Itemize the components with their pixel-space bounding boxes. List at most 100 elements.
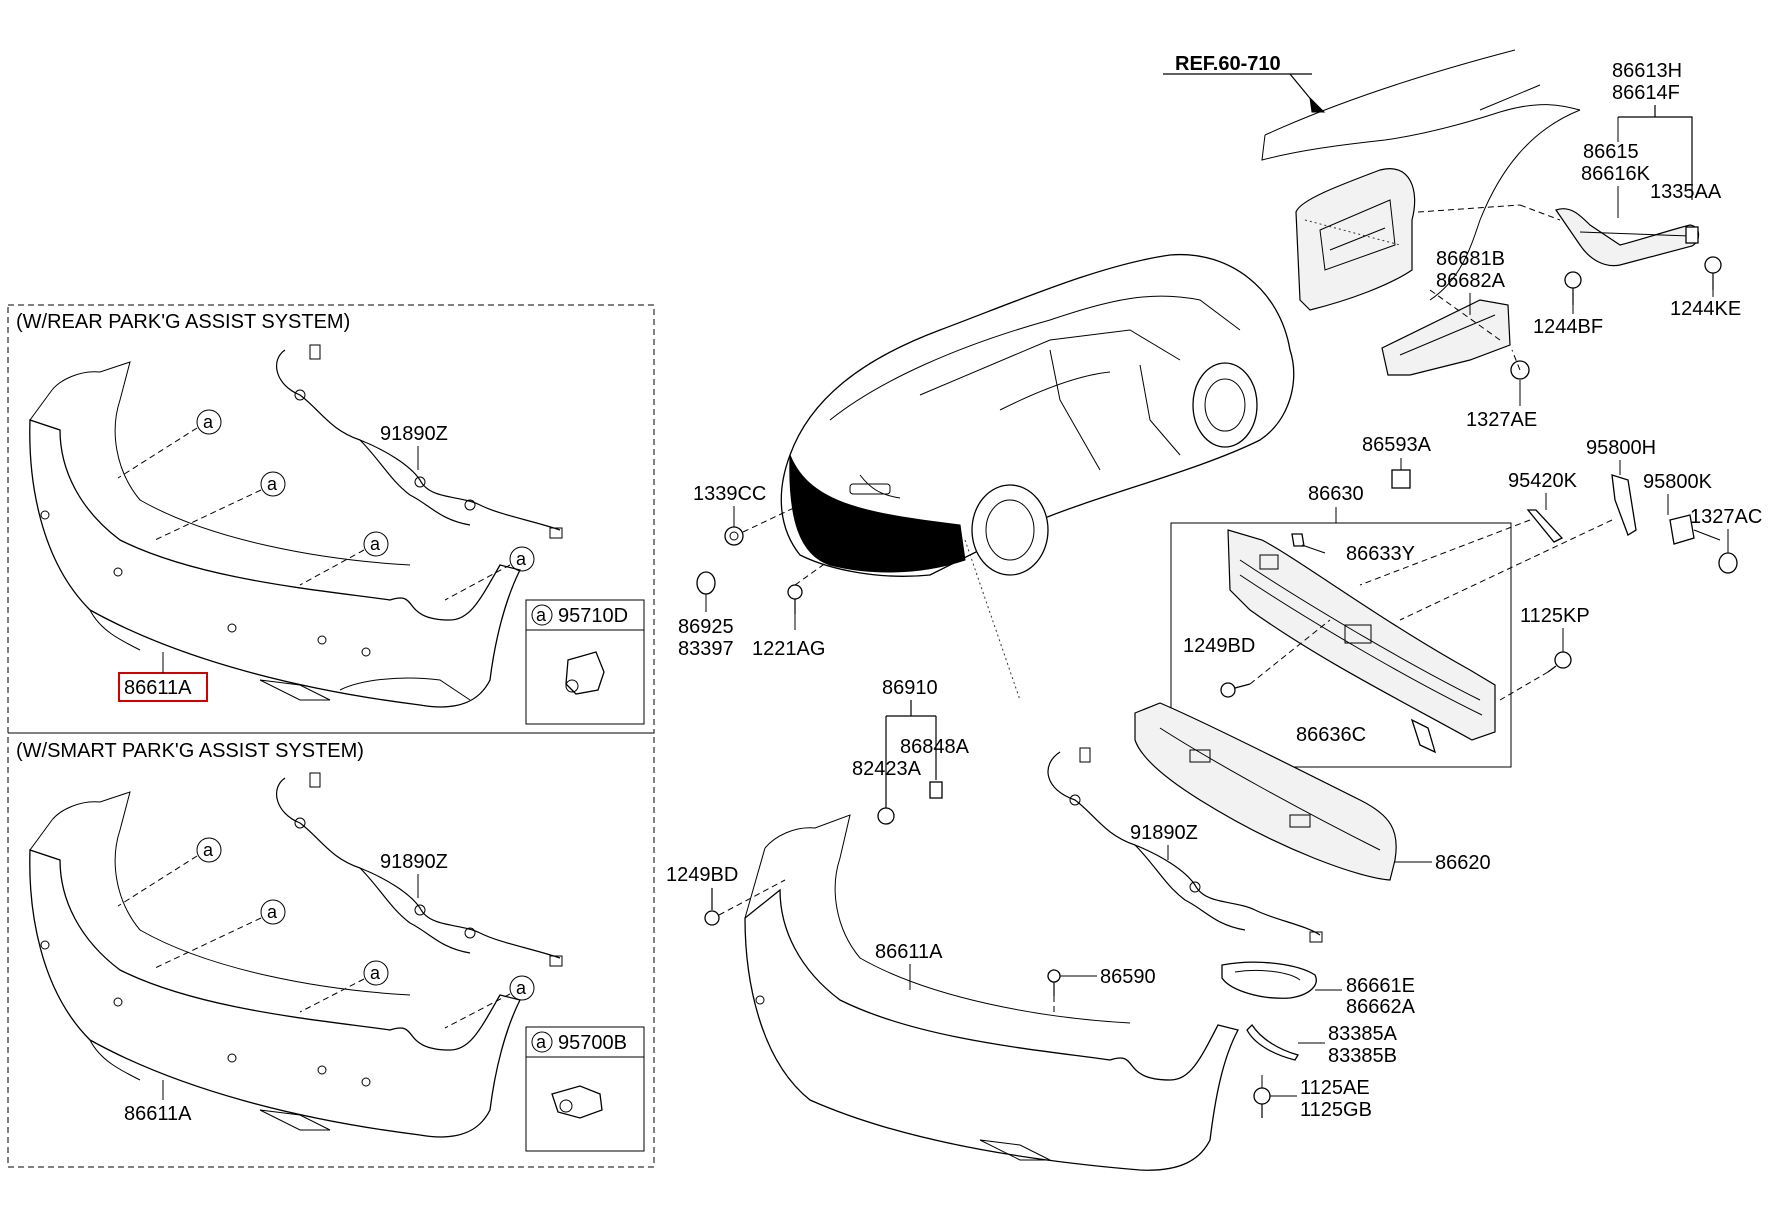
label-1244KE[interactable]: 1244KE bbox=[1670, 298, 1741, 320]
label-plate-86593A[interactable] bbox=[1391, 469, 1411, 489]
label-86611A-main[interactable]: 86611A bbox=[875, 941, 943, 963]
label-83385B[interactable]: 83385B bbox=[1328, 1045, 1397, 1067]
label-1335AA[interactable]: 1335AA bbox=[1650, 181, 1722, 203]
label-86661E[interactable]: 86661E bbox=[1346, 975, 1415, 997]
svg-text:a: a bbox=[536, 605, 547, 625]
bolt-1125KP[interactable] bbox=[1547, 651, 1572, 673]
rear-callouts: a a a a bbox=[117, 409, 535, 601]
nut-1339CC[interactable] bbox=[724, 526, 744, 546]
washer-82423A[interactable] bbox=[877, 807, 895, 825]
reinforcement-box bbox=[1170, 522, 1512, 768]
smart-bumper-label: 86611A bbox=[124, 1103, 192, 1125]
fastener-1244KE[interactable] bbox=[1704, 256, 1722, 290]
label-82423A[interactable]: 82423A bbox=[852, 758, 922, 780]
smart-bumper-cover[interactable] bbox=[29, 791, 521, 1138]
svg-text:a: a bbox=[370, 534, 381, 554]
rear-harness-label: 91890Z bbox=[380, 423, 448, 445]
screw-1249BD-b[interactable] bbox=[704, 888, 720, 926]
label-1125AE[interactable]: 1125AE bbox=[1300, 1077, 1370, 1099]
smart-wiring-harness[interactable] bbox=[276, 772, 563, 967]
main-bumper-cover[interactable] bbox=[744, 814, 1239, 1171]
rear-wiring-harness[interactable] bbox=[276, 344, 563, 539]
rear-park-assist-box bbox=[7, 304, 655, 734]
label-1125GB[interactable]: 1125GB bbox=[1300, 1099, 1372, 1121]
bracket-86681B[interactable] bbox=[1295, 168, 1416, 311]
label-86614F[interactable]: 86614F bbox=[1612, 82, 1680, 104]
label-86681B[interactable]: 86681B bbox=[1436, 248, 1505, 270]
label-1125KP[interactable]: 1125KP bbox=[1520, 605, 1590, 627]
label-83385A[interactable]: 83385A bbox=[1328, 1023, 1398, 1045]
label-95800H[interactable]: 95800H bbox=[1586, 437, 1656, 459]
sensor-95800K[interactable] bbox=[1669, 514, 1721, 545]
energy-absorber-86620[interactable] bbox=[1134, 702, 1397, 881]
label-86630[interactable]: 86630 bbox=[1308, 483, 1364, 505]
bracket-83385A[interactable] bbox=[1246, 1023, 1299, 1061]
label-86910[interactable]: 86910 bbox=[882, 677, 938, 699]
vehicle-illustration bbox=[780, 253, 1295, 577]
main-wiring-harness[interactable] bbox=[1047, 747, 1323, 943]
label-86662A[interactable]: 86662A bbox=[1346, 996, 1416, 1018]
bracket-86615[interactable] bbox=[1555, 208, 1700, 267]
label-86593A[interactable]: 86593A bbox=[1362, 434, 1432, 456]
label-1249BD-b[interactable]: 1249BD bbox=[666, 864, 738, 886]
label-86620[interactable]: 86620 bbox=[1435, 852, 1491, 874]
rear-bumper-cover[interactable] bbox=[29, 361, 521, 708]
bolt-1125AE[interactable] bbox=[1253, 1087, 1271, 1118]
label-95420K[interactable]: 95420K bbox=[1508, 470, 1578, 492]
label-1339CC[interactable]: 1339CC bbox=[693, 483, 766, 505]
back-beam[interactable] bbox=[1227, 529, 1496, 741]
svg-text:a: a bbox=[516, 978, 527, 998]
trim-86661E[interactable] bbox=[1221, 961, 1317, 999]
smart-harness-label: 91890Z bbox=[380, 851, 448, 873]
label-86848A[interactable]: 86848A bbox=[900, 736, 970, 758]
label-86636C[interactable]: 86636C bbox=[1296, 724, 1366, 746]
cap-86925[interactable] bbox=[696, 571, 716, 595]
label-86925[interactable]: 86925 bbox=[678, 616, 734, 638]
svg-text:a: a bbox=[536, 1032, 547, 1052]
smart-section-title: (W/SMART PARK'G ASSIST SYSTEM) bbox=[16, 740, 364, 762]
label-91890Z-main[interactable]: 91890Z bbox=[1130, 822, 1198, 844]
smart-sensor-box[interactable]: a 95700B bbox=[525, 1026, 645, 1152]
rear-section-title: (W/REAR PARK'G ASSIST SYSTEM) bbox=[16, 311, 350, 333]
svg-text:a: a bbox=[203, 412, 214, 432]
rear-sensor-label: 95710D bbox=[558, 605, 628, 627]
rear-bumper-label: 86611A bbox=[124, 677, 192, 699]
label-86633Y[interactable]: 86633Y bbox=[1346, 543, 1415, 565]
bracket-86636C[interactable] bbox=[1410, 718, 1437, 754]
bracket-95800H[interactable] bbox=[1611, 474, 1637, 536]
smart-park-assist-box bbox=[7, 732, 655, 1168]
bracket-86682A[interactable] bbox=[1381, 299, 1511, 376]
svg-text:a: a bbox=[203, 840, 214, 860]
label-86590[interactable]: 86590 bbox=[1100, 966, 1156, 988]
svg-text:a: a bbox=[267, 902, 278, 922]
fastener-1244BF[interactable] bbox=[1564, 271, 1582, 305]
label-83397[interactable]: 83397 bbox=[678, 638, 734, 660]
label-86616K[interactable]: 86616K bbox=[1581, 163, 1651, 185]
label-1244BF[interactable]: 1244BF bbox=[1533, 316, 1603, 338]
label-86613H[interactable]: 86613H bbox=[1612, 60, 1682, 82]
clip-1335AA[interactable] bbox=[1685, 226, 1699, 244]
ref-label[interactable]: REF.60-710 bbox=[1175, 53, 1281, 75]
rear-sensor-box[interactable]: a 95710D bbox=[525, 599, 645, 725]
label-86682A[interactable]: 86682A bbox=[1436, 270, 1506, 292]
svg-text:a: a bbox=[267, 474, 278, 494]
nut-1327AC[interactable] bbox=[1718, 552, 1738, 574]
bolt-1249BD-a[interactable] bbox=[1220, 682, 1251, 698]
smart-callouts: a a a a bbox=[117, 837, 535, 1029]
label-1327AE[interactable]: 1327AE bbox=[1466, 409, 1537, 431]
clip-86848A[interactable] bbox=[929, 781, 943, 799]
label-95800K[interactable]: 95800K bbox=[1643, 471, 1713, 493]
label-86615[interactable]: 86615 bbox=[1583, 141, 1639, 163]
svg-text:a: a bbox=[516, 549, 527, 569]
clip-1221AG[interactable] bbox=[787, 584, 803, 614]
label-1221AG[interactable]: 1221AG bbox=[752, 638, 825, 660]
svg-text:a: a bbox=[370, 963, 381, 983]
bracket-86633Y[interactable] bbox=[1291, 533, 1326, 554]
label-1249BD-a[interactable]: 1249BD bbox=[1183, 635, 1255, 657]
quarter-panel bbox=[1261, 49, 1581, 301]
bracket-95420K[interactable] bbox=[1526, 509, 1564, 543]
clip-86590[interactable] bbox=[1047, 969, 1061, 996]
label-1327AC[interactable]: 1327AC bbox=[1690, 506, 1762, 528]
smart-sensor-label: 95700B bbox=[558, 1032, 627, 1054]
